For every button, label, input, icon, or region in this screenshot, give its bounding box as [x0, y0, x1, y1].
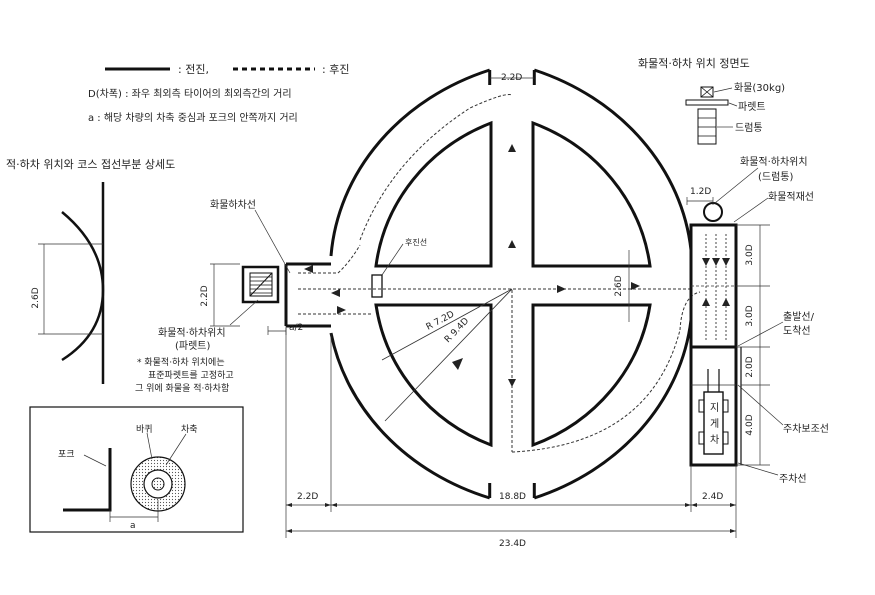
inset-a-label: a: [130, 521, 136, 531]
forklift-char-1: 지: [710, 402, 719, 414]
dim-top-2-2d: 2.2D: [501, 73, 522, 83]
inset-fork-label: 포크: [58, 450, 75, 460]
front-view-pallet: 파렛트: [738, 101, 766, 113]
load-line-label: 화물적재선: [768, 191, 814, 203]
legend-def-d: D(차폭) : 좌우 최외측 타이어의 최외측간의 거리: [88, 88, 292, 100]
dim-center-2-6d: 2.6D: [614, 275, 624, 296]
forklift-char-3: 차: [710, 434, 719, 446]
dim-total: 23.4D: [499, 539, 526, 549]
legend-reverse: : 후진: [322, 63, 349, 76]
left-position-label-2: (파렛트): [175, 340, 211, 352]
reverse-line-marker: [371, 274, 383, 298]
parking-box: [689, 345, 738, 467]
park-line-label: 주차선: [779, 473, 807, 485]
dim-1-2d: 1.2D: [690, 187, 711, 197]
legend-def-a: a : 해당 차량의 차축 중심과 포크의 안쪽까지 거리: [88, 111, 298, 124]
legend-forward: : 전진,: [178, 63, 209, 76]
start-line-label-1: 출발선/: [783, 311, 815, 323]
tangent-detail: 적·하차 위치와 코스 접선부분 상세도 2.6D: [6, 157, 175, 384]
drum-position: [703, 202, 723, 222]
park-aux-line-label: 주차보조선: [783, 423, 829, 435]
start-line-label-2: 도착선: [783, 325, 811, 337]
unload-line-label: 화물하차선: [210, 198, 256, 211]
detail-title: 적·하차 위치와 코스 접선부분 상세도: [6, 157, 175, 171]
front-view: 화물적·하차 위치 정면도 화물(30kg) 파렛트 드럼통: [638, 56, 785, 145]
dim-4-0d: 4.0D: [745, 414, 755, 435]
note-line-1: * 화물적·하차 위치에는: [137, 356, 225, 368]
left-position-label-1: 화물적·하차위치: [158, 326, 226, 339]
dim-left-2-2d: 2.2D: [200, 285, 210, 306]
right-column: 지 게 차 3.0D 3.0D 2.0D 4.0D 1.2D: [686, 187, 770, 467]
legend: : 전진, : 후진 D(차폭) : 좌우 최외측 타이어의 최외측간의 거리 …: [88, 63, 349, 124]
note-line-2: 표준파렛트를 고정하고: [148, 370, 234, 381]
pallet-position: [241, 265, 280, 304]
dim-bottom-left: 2.2D: [297, 492, 318, 502]
reverse-line-label: 후진선: [405, 237, 427, 247]
course: [241, 68, 701, 500]
inset-wheel-label: 바퀴: [136, 424, 153, 435]
detail-dim: 2.6D: [31, 287, 41, 308]
front-view-title: 화물적·하차 위치 정면도: [638, 56, 750, 70]
dim-a-half: a/2: [289, 323, 303, 333]
front-view-drum: 드럼통: [735, 121, 763, 134]
right-position-label-2: (드럼통): [758, 170, 794, 183]
dim-3-0d-b: 3.0D: [745, 305, 755, 326]
fork-wheel-inset: 포크 바퀴 차축 a: [29, 406, 244, 533]
forklift-char-2: 게: [710, 418, 719, 430]
dim-bottom-mid: 18.8D: [499, 492, 526, 502]
dim-3-0d-a: 3.0D: [745, 244, 755, 265]
front-view-cargo: 화물(30kg): [734, 82, 785, 94]
path-arrows: [304, 144, 640, 387]
right-position-label-1: 화물적·하차위치: [740, 155, 808, 168]
dim-bottom-right: 2.4D: [702, 492, 723, 502]
inset-axle-label: 차축: [181, 423, 198, 435]
dim-2-0d: 2.0D: [745, 356, 755, 377]
forklift-icon: [703, 391, 724, 455]
note-line-3: 그 위에 화물을 적·하차함: [135, 382, 229, 394]
